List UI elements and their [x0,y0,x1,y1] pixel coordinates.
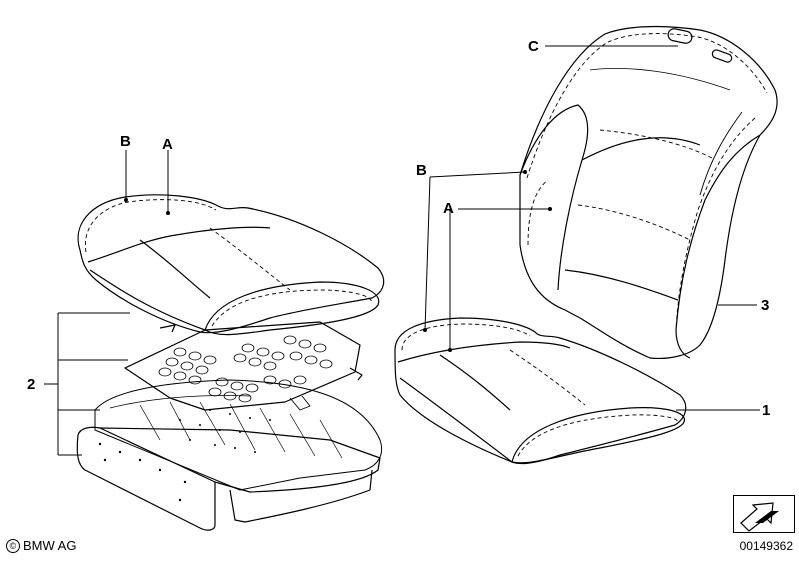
label-c: C [528,38,539,55]
label-1: 1 [762,402,771,419]
document-number: 00149362 [739,539,793,553]
nav-arrow-graphic [740,502,779,532]
copyright: ©BMW AG [6,538,76,553]
label-a-left: A [162,136,173,153]
copyright-symbol: © [6,539,20,553]
callout-lines [44,45,760,456]
left-heating-mat [124,321,363,411]
label-2: 2 [27,376,36,393]
left-foam-pad [94,379,383,491]
callout-dots [124,170,552,352]
label-3: 3 [761,297,770,314]
left-seat-tray [76,426,381,531]
copyright-text: BMW AG [23,538,77,553]
label-a-right: A [443,200,454,217]
label-b-left: B [120,133,131,150]
left-seat-cover [77,194,385,336]
label-b-right: B [416,162,427,179]
right-seat [394,25,778,465]
